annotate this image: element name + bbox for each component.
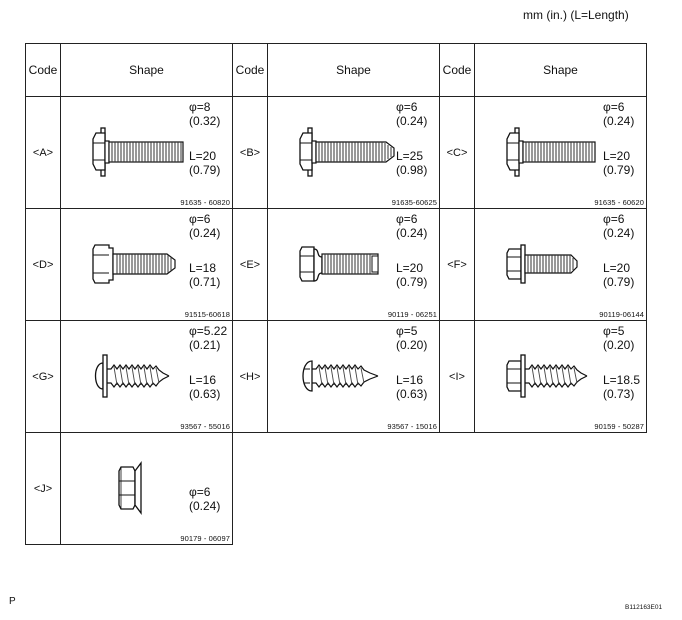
part-number: 91635-60625 bbox=[391, 198, 437, 207]
figure-id: B112163E01 bbox=[625, 604, 663, 611]
fastener-code: <J> bbox=[25, 432, 61, 545]
fastener-table: Code Shape Code Shape Code Shape <A> φ=8… bbox=[25, 43, 647, 545]
fastener-shape-cell: φ=8 (0.32) L=20 (0.79) 91635 - 60820 bbox=[60, 96, 233, 209]
length-inch: (0.79) bbox=[189, 163, 221, 177]
length-value: L=25 bbox=[396, 149, 424, 163]
table-row: <A> φ=8 (0.32) L=20 (0.79) 91635 - 60820… bbox=[25, 96, 647, 209]
length-value: L=20 bbox=[189, 149, 217, 163]
fastener-code: <C> bbox=[439, 96, 475, 209]
hex-bolt-spring-washer-icon bbox=[299, 246, 379, 282]
hex-bolt-washer-pointed-icon bbox=[506, 244, 578, 284]
fastener-shape-cell: φ=5.22 (0.21) L=16 (0.63) 93567 - 55016 bbox=[60, 320, 233, 433]
part-number: 90119-06144 bbox=[599, 310, 644, 319]
diameter-inch: (0.20) bbox=[603, 338, 635, 352]
fastener-shape-cell: φ=6 (0.24) L=20 (0.79) 91635 - 60620 bbox=[474, 96, 647, 209]
diameter-inch: (0.24) bbox=[603, 114, 635, 128]
empty-cell bbox=[233, 433, 268, 545]
shape-header: Shape bbox=[474, 43, 647, 97]
table-row: <J> φ=6 (0.24) 90179 - 06097 bbox=[25, 432, 647, 545]
diameter-value: φ=6 bbox=[189, 212, 211, 226]
fastener-shape-cell: φ=6 (0.24) L=18 (0.71) 91515-60618 bbox=[60, 208, 233, 321]
part-number: 93567 - 55016 bbox=[180, 422, 230, 431]
diameter-inch: (0.32) bbox=[189, 114, 221, 128]
flange-bolt-washer-icon bbox=[506, 127, 596, 177]
diameter-value: φ=6 bbox=[603, 100, 625, 114]
diameter-inch: (0.24) bbox=[189, 499, 221, 513]
length-inch: (0.71) bbox=[189, 275, 221, 289]
part-number: 93567 - 15016 bbox=[387, 422, 437, 431]
part-number: 90179 - 06097 bbox=[180, 534, 230, 543]
diameter-value: φ=5 bbox=[603, 324, 625, 338]
part-number: 91635 - 60620 bbox=[594, 198, 644, 207]
empty-cell bbox=[268, 433, 440, 545]
diameter-value: φ=8 bbox=[189, 100, 211, 114]
table-header-row: Code Shape Code Shape Code Shape bbox=[25, 43, 647, 97]
diameter-inch: (0.24) bbox=[603, 226, 635, 240]
fastener-shape-cell: φ=6 (0.24) 90179 - 06097 bbox=[60, 432, 233, 545]
footer-left-marker: P bbox=[9, 596, 16, 607]
length-inch: (0.73) bbox=[603, 387, 635, 401]
table-row: <D> φ=6 (0.24) L=18 (0.71) 91515-60618 <… bbox=[25, 208, 647, 321]
part-number: 90159 - 50287 bbox=[594, 422, 644, 431]
diameter-inch: (0.24) bbox=[396, 114, 428, 128]
length-value: L=16 bbox=[396, 373, 424, 387]
length-inch: (0.79) bbox=[603, 163, 635, 177]
fastener-code: <H> bbox=[232, 320, 268, 433]
length-value: L=16 bbox=[189, 373, 217, 387]
units-note: mm (in.) (L=Length) bbox=[523, 8, 629, 22]
diameter-value: φ=5 bbox=[396, 324, 418, 338]
hex-tapping-screw-washer-icon bbox=[506, 354, 588, 398]
shape-header: Shape bbox=[267, 43, 440, 97]
fastener-code: <I> bbox=[439, 320, 475, 433]
length-inch: (0.79) bbox=[603, 275, 635, 289]
table-row: <G> φ=5.22 (0.21) L=16 (0.63) 93567 - 55… bbox=[25, 320, 647, 433]
length-value: L=20 bbox=[603, 149, 631, 163]
tapping-screw-washer-icon bbox=[94, 354, 170, 398]
empty-cell bbox=[440, 433, 475, 545]
code-header: Code bbox=[439, 43, 475, 97]
diameter-inch: (0.21) bbox=[189, 338, 221, 352]
length-inch: (0.63) bbox=[396, 387, 428, 401]
length-value: L=18 bbox=[189, 261, 217, 275]
fastener-code: <B> bbox=[232, 96, 268, 209]
tapping-screw-icon bbox=[302, 360, 379, 392]
fastener-code: <D> bbox=[25, 208, 61, 321]
length-inch: (0.98) bbox=[396, 163, 428, 177]
length-inch: (0.63) bbox=[189, 387, 221, 401]
flange-bolt-washer-icon bbox=[92, 127, 184, 177]
fastener-code: <A> bbox=[25, 96, 61, 209]
fastener-shape-cell: φ=6 (0.24) L=20 (0.79) 90119-06144 bbox=[474, 208, 647, 321]
flange-nut-icon bbox=[118, 461, 142, 515]
shape-header: Shape bbox=[60, 43, 233, 97]
length-value: L=20 bbox=[603, 261, 631, 275]
diameter-value: φ=6 bbox=[603, 212, 625, 226]
fastener-code: <F> bbox=[439, 208, 475, 321]
diameter-value: φ=6 bbox=[396, 212, 418, 226]
code-header: Code bbox=[25, 43, 61, 97]
diameter-inch: (0.24) bbox=[189, 226, 221, 240]
fastener-shape-cell: φ=6 (0.24) L=20 (0.79) 90119 - 06251 bbox=[267, 208, 440, 321]
part-number: 91635 - 60820 bbox=[180, 198, 230, 207]
fastener-code: <G> bbox=[25, 320, 61, 433]
fastener-shape-cell: φ=6 (0.24) L=25 (0.98) 91635-60625 bbox=[267, 96, 440, 209]
length-value: L=18.5 bbox=[603, 373, 641, 387]
diameter-inch: (0.24) bbox=[396, 226, 428, 240]
fastener-shape-cell: φ=5 (0.20) L=16 (0.63) 93567 - 15016 bbox=[267, 320, 440, 433]
diameter-value: φ=6 bbox=[189, 485, 211, 499]
flange-bolt-pointed-icon bbox=[92, 244, 176, 284]
length-inch: (0.79) bbox=[396, 275, 428, 289]
diameter-inch: (0.20) bbox=[396, 338, 428, 352]
fastener-code: <E> bbox=[232, 208, 268, 321]
length-value: L=20 bbox=[396, 261, 424, 275]
part-number: 90119 - 06251 bbox=[387, 310, 437, 319]
diameter-value: φ=5.22 bbox=[189, 324, 228, 338]
empty-cell bbox=[475, 433, 647, 545]
diameter-value: φ=6 bbox=[396, 100, 418, 114]
flange-bolt-washer-pointed-icon bbox=[299, 127, 395, 177]
code-header: Code bbox=[232, 43, 268, 97]
fastener-shape-cell: φ=5 (0.20) L=18.5 (0.73) 90159 - 50287 bbox=[474, 320, 647, 433]
part-number: 91515-60618 bbox=[184, 310, 230, 319]
